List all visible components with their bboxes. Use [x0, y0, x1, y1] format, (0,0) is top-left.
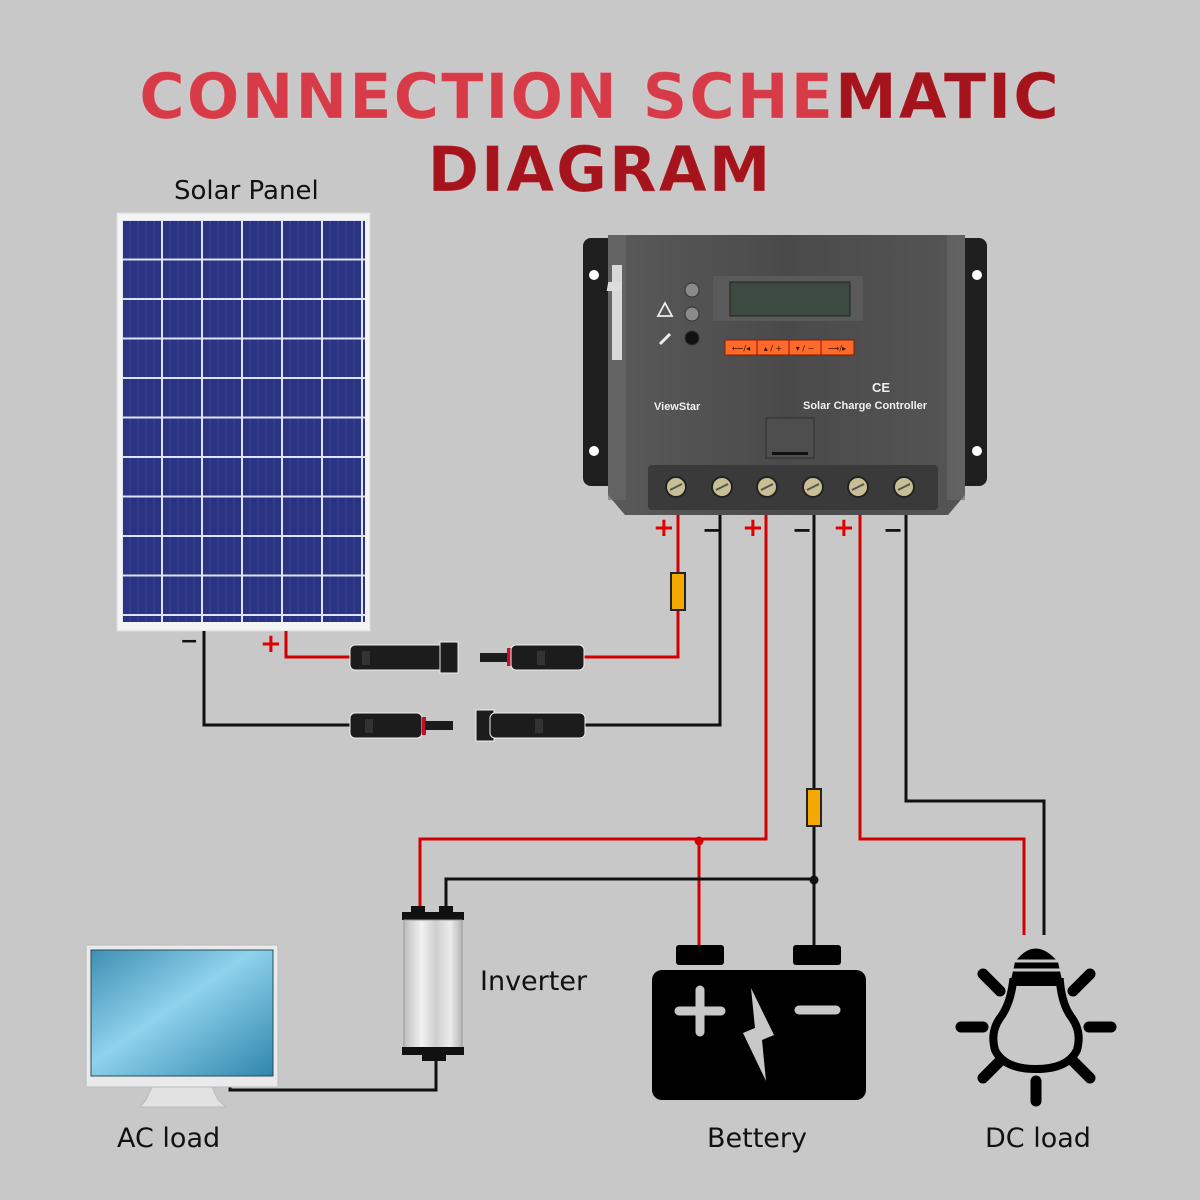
controller-button-enter[interactable]	[820, 339, 855, 356]
mount-hole	[589, 446, 599, 456]
battery-plus-icon	[674, 985, 726, 1037]
panel-positive-mark: +	[260, 629, 282, 659]
bulb-base	[1011, 948, 1062, 980]
port-cover	[765, 417, 815, 459]
wire-inverter-negative	[444, 877, 814, 912]
terminal-mark-load-pos: +	[833, 513, 855, 543]
button-up-label: ▴ / +	[764, 344, 783, 353]
wire-dcload-positive	[858, 512, 1026, 935]
inverter-label: Inverter	[480, 966, 588, 997]
ac-load-monitor	[85, 944, 279, 1108]
junction-negative	[809, 875, 819, 885]
lcd-screen	[729, 281, 851, 317]
wire-battery-positive-bus	[418, 512, 768, 912]
wires	[202, 512, 1046, 1092]
solar-panel-cells	[122, 220, 365, 622]
led-warning	[684, 306, 700, 322]
dc-load-label: DC load	[985, 1123, 1091, 1154]
controller-button-group: ⟵/◂ ▴ / + ▾ / − ⟶/▸	[724, 339, 855, 356]
solar-panel	[116, 212, 371, 632]
bulb-glass	[989, 978, 1083, 1074]
button-enter-label: ⟶/▸	[828, 344, 846, 353]
controller-brand: ViewStar	[654, 401, 701, 413]
wire-pv-negative	[583, 512, 722, 727]
title-part-2: MATIC DIAGRAM	[427, 60, 1061, 207]
bulb-rays	[955, 968, 1117, 1107]
battery	[652, 945, 866, 1100]
controller-name: Solar Charge Controller	[803, 400, 928, 412]
warning-icon	[656, 301, 674, 317]
wire-dcload-negative	[904, 512, 1046, 935]
led-battery	[684, 330, 700, 346]
ce-mark: CE	[872, 380, 890, 395]
terminal-mark-bat-neg: −	[792, 516, 812, 544]
button-back-label: ⟵/◂	[732, 344, 750, 353]
fuse-pv	[670, 572, 686, 611]
bracket-left	[583, 238, 615, 486]
mc4-connector-male-bottom	[349, 712, 453, 739]
page-title: CONNECTION SCHEMATIC DIAGRAM	[0, 60, 1200, 207]
junction-positive	[694, 836, 704, 846]
battery-terminal-negative	[793, 945, 841, 965]
inverter-body	[403, 919, 463, 1051]
lightning-icon	[743, 988, 774, 1081]
wire-panel-positive	[284, 631, 352, 659]
mount-hole	[589, 270, 599, 280]
battery-terminal-positive	[676, 945, 724, 965]
button-down-label: ▾ / −	[796, 344, 815, 353]
inverter	[402, 906, 464, 1061]
mc4-connector-female-top	[349, 641, 459, 674]
panel-negative-mark: −	[180, 629, 198, 654]
monitor-screen	[90, 949, 274, 1077]
terminal-mark-load-neg: −	[883, 516, 903, 544]
terminal-mark-pv-neg: −	[702, 516, 722, 544]
ac-load-label: AC load	[117, 1123, 221, 1154]
battery-label: Bettery	[707, 1123, 807, 1154]
mc4-connector-male-top	[480, 644, 585, 671]
led-solar	[684, 282, 700, 298]
solar-icon	[606, 282, 623, 291]
controller-body	[608, 235, 965, 515]
side-label	[612, 265, 622, 360]
terminal-polarity-marks: + − + − + −	[653, 513, 903, 544]
wire-panel-negative	[202, 631, 352, 727]
wire-pv-positive	[583, 512, 680, 659]
battery-status-icon	[658, 332, 672, 346]
terminal-mark-bat-pos: +	[742, 513, 764, 543]
solar-panel-label: Solar Panel	[174, 176, 319, 206]
mc4-connector-female-bottom	[475, 709, 586, 742]
dc-load-bulb	[955, 948, 1117, 1107]
terminal-screws	[665, 476, 915, 498]
title-part-1: CONNECTION SCHE	[139, 60, 836, 134]
mount-hole	[972, 446, 982, 456]
fuse-battery	[806, 788, 822, 827]
monitor-stand	[138, 1086, 228, 1108]
terminal-mark-pv-pos: +	[653, 513, 675, 543]
mount-hole	[972, 270, 982, 280]
charge-controller: ⟵/◂ ▴ / + ▾ / − ⟶/▸ CE ViewStar Solar Ch…	[583, 235, 987, 515]
